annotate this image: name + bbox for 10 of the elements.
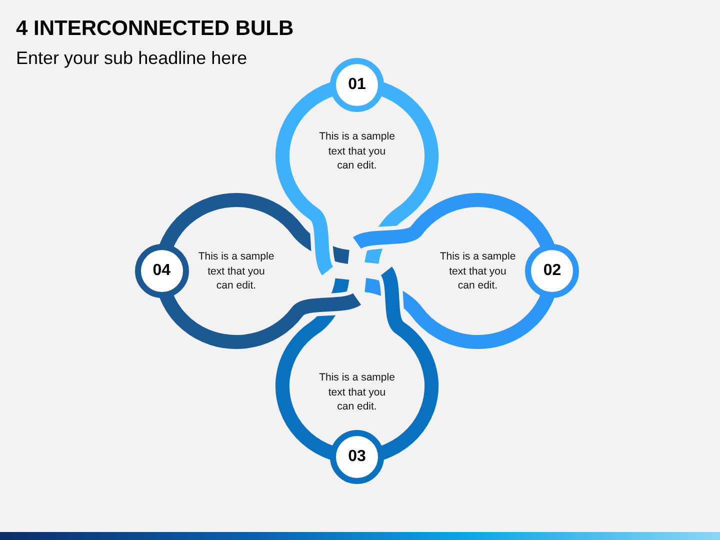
number-badge: 02 <box>525 244 580 298</box>
description-text: This is a sample text that you can edit. <box>318 129 396 173</box>
number-badge: 03 <box>330 430 384 484</box>
number-badge: 04 <box>134 244 189 298</box>
subtitle: Enter your sub headline here <box>16 48 248 69</box>
description-text: This is a sample text that you can edit. <box>439 249 516 293</box>
description-text: This is a sample text that you can edit. <box>198 249 275 293</box>
title: 4 INTERCONNECTED BULB <box>16 17 294 41</box>
description-text: This is a sample text that you can edit. <box>318 370 396 414</box>
number-badge: 01 <box>330 58 384 112</box>
